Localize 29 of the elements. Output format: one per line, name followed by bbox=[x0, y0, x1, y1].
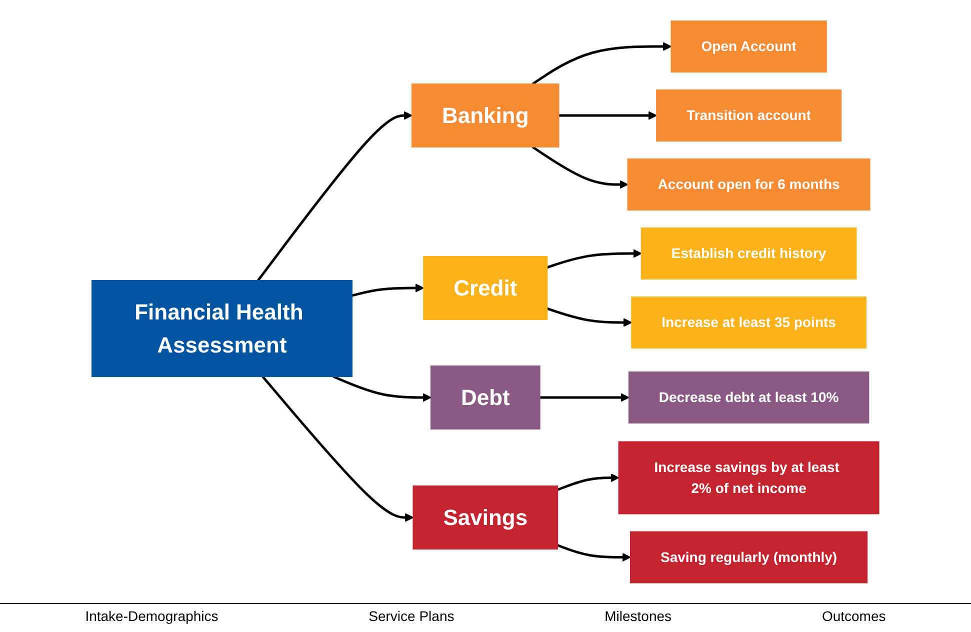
node-box: Financial Health Assessment bbox=[92, 280, 353, 377]
column-label: Intake-Demographics bbox=[85, 608, 218, 624]
node-box: Increase savings by at least 2% of net income bbox=[618, 440, 880, 514]
arrow bbox=[532, 146, 628, 189]
node-box: Banking bbox=[412, 83, 560, 148]
arrow bbox=[558, 110, 658, 120]
arrow bbox=[546, 248, 642, 268]
arrow bbox=[257, 110, 412, 281]
column-label: Milestones bbox=[604, 608, 672, 624]
arrow bbox=[540, 392, 630, 402]
node-box: Establish credit history bbox=[640, 227, 857, 280]
node-box: Increase at least 35 points bbox=[631, 296, 867, 348]
node-box: Transition account bbox=[656, 89, 842, 142]
node-box: Debt bbox=[430, 365, 540, 430]
arrow bbox=[262, 375, 414, 522]
column-label: Outcomes bbox=[822, 608, 886, 624]
arrow bbox=[557, 544, 631, 562]
node-box: Credit bbox=[423, 256, 548, 320]
arrow bbox=[532, 42, 672, 85]
arrow bbox=[557, 472, 620, 491]
node-box: Savings bbox=[412, 485, 558, 550]
node-box: Decrease debt at least 10% bbox=[628, 371, 870, 424]
node-box: Account open for 6 months bbox=[627, 158, 870, 210]
arrow bbox=[332, 374, 432, 402]
node-box: Saving regularly (monthly) bbox=[630, 530, 868, 583]
arrow bbox=[352, 283, 424, 296]
column-label: Service Plans bbox=[368, 608, 454, 624]
arrow bbox=[546, 307, 632, 327]
node-box: Open Account bbox=[670, 20, 827, 72]
